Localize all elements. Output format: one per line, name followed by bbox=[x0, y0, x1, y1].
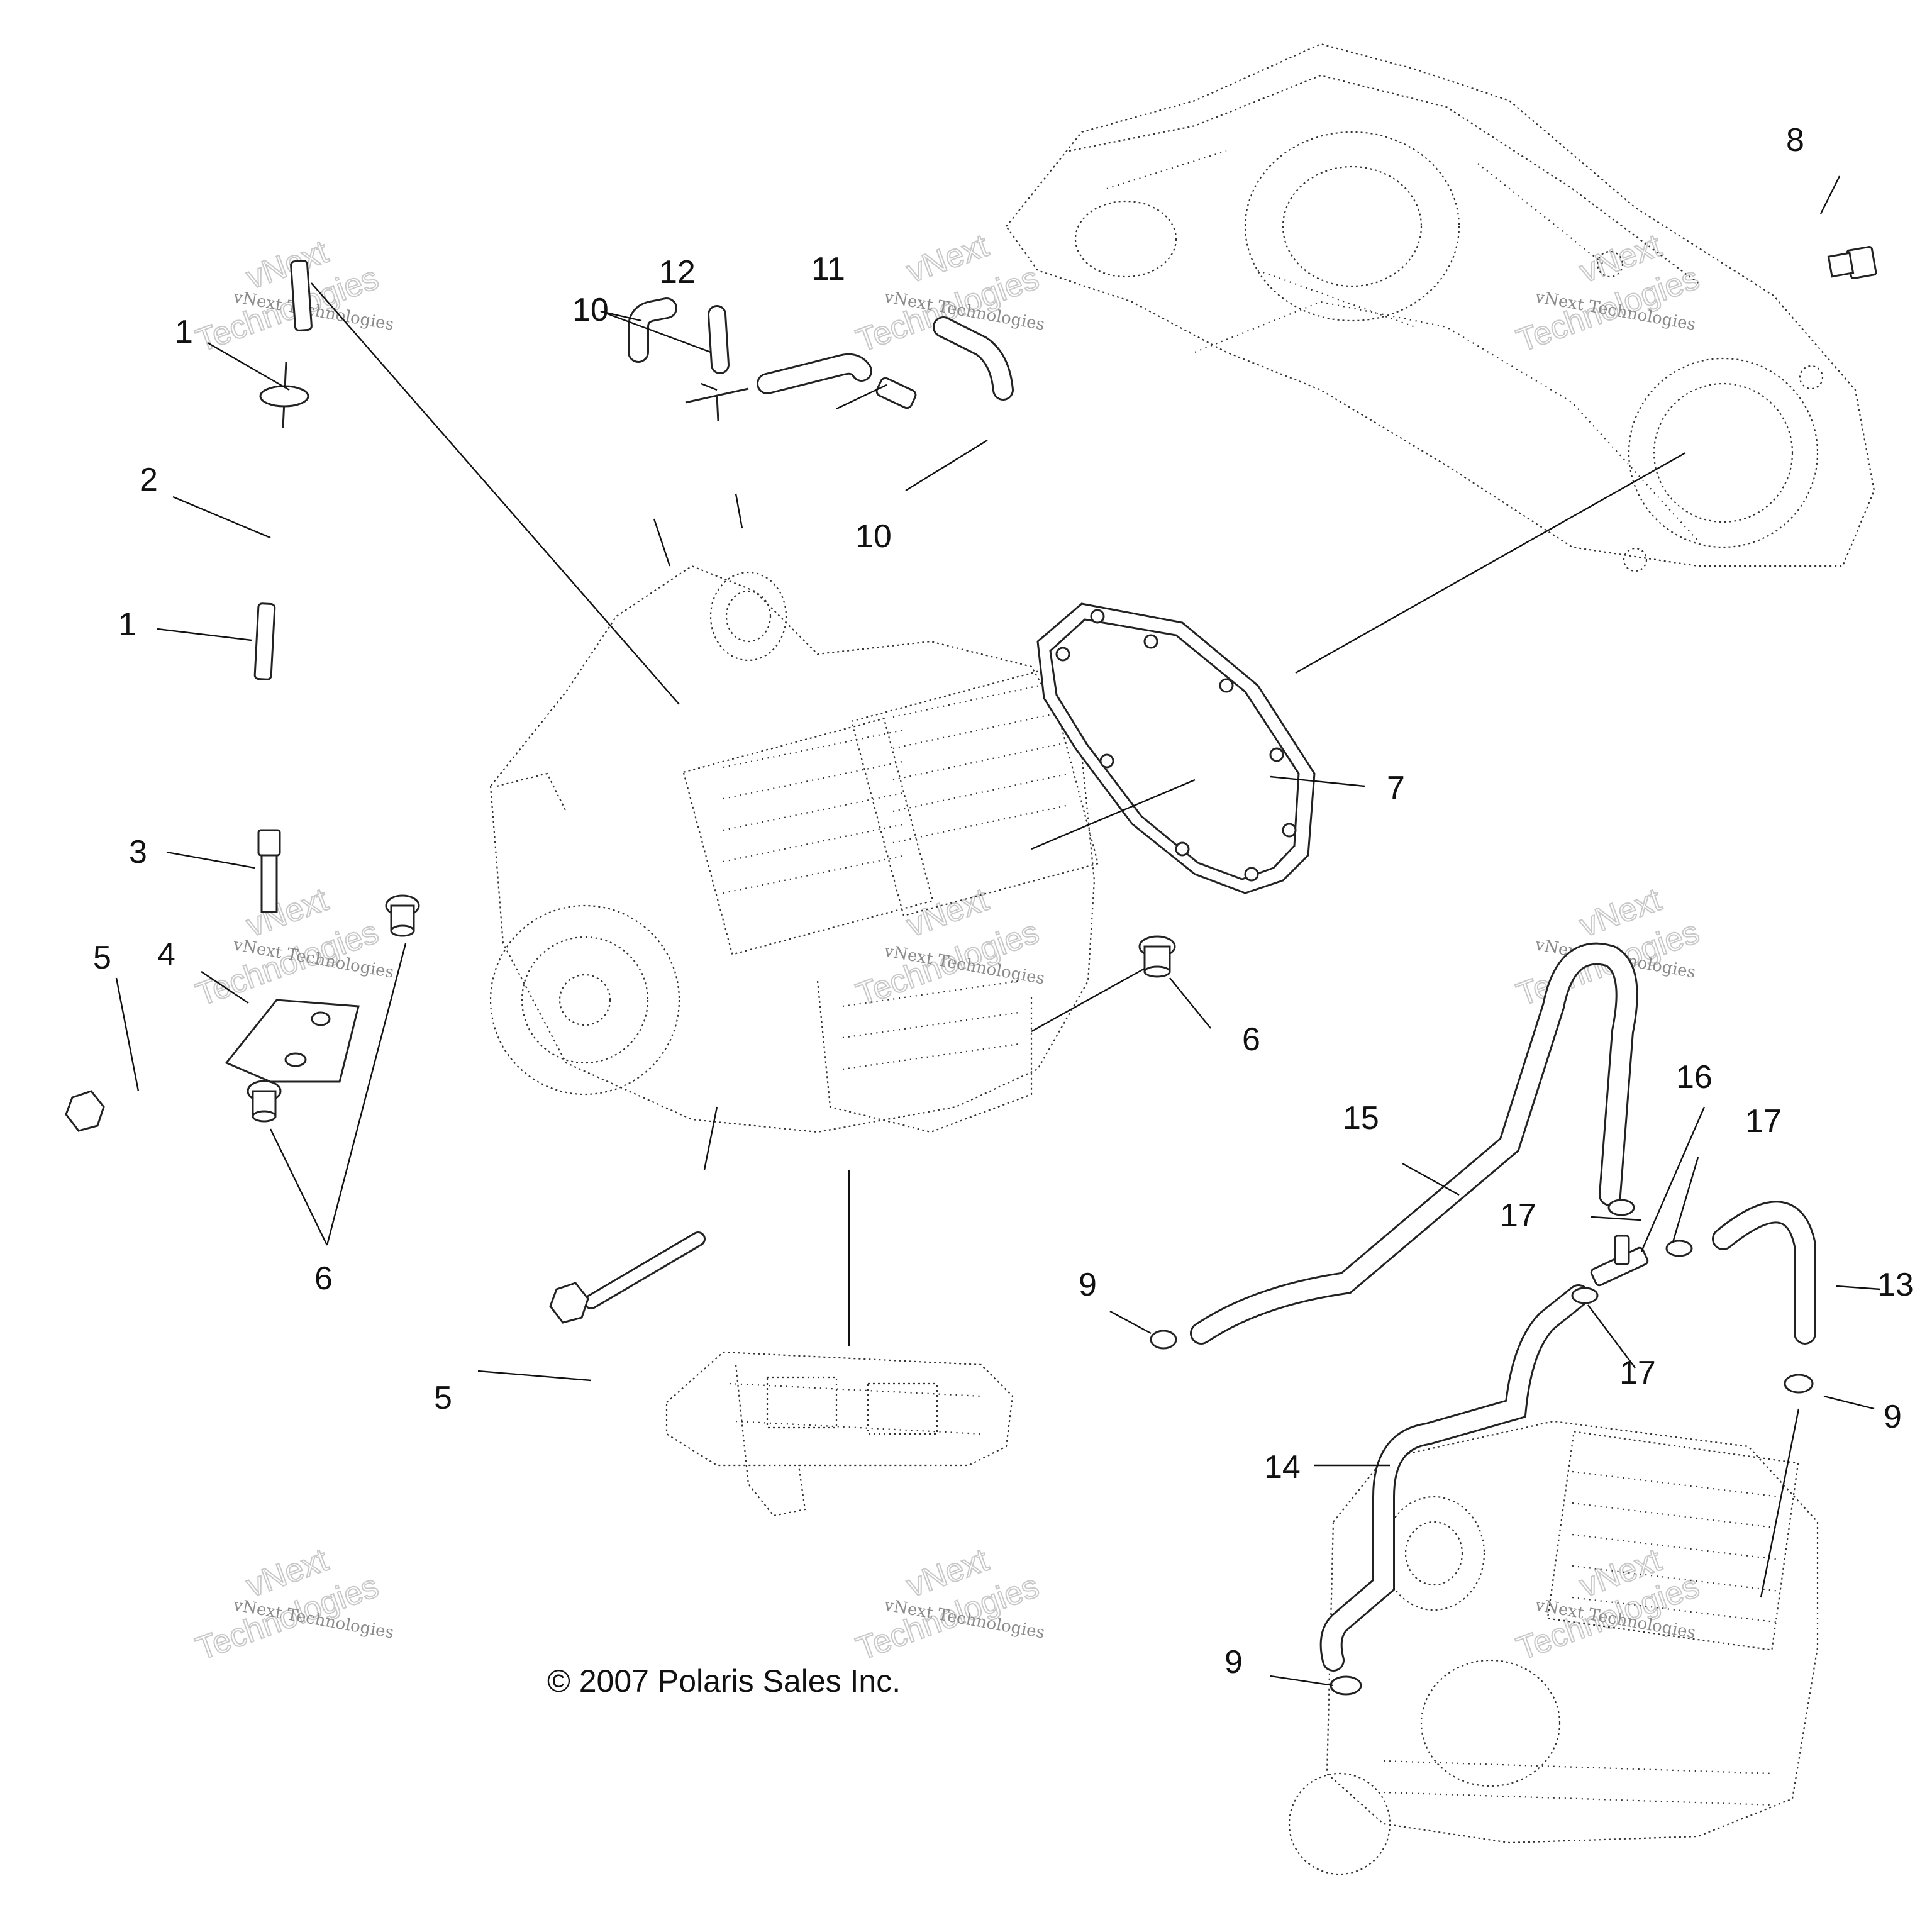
callout-17-bottom: 17 bbox=[1619, 1355, 1656, 1391]
copyright-notice: © 2007 Polaris Sales Inc. bbox=[547, 1663, 901, 1699]
clamp-part-a bbox=[1150, 1330, 1177, 1350]
callout-12: 12 bbox=[659, 254, 696, 291]
callout-5-center: 5 bbox=[434, 1380, 452, 1416]
watermark-bottom-left: vNext Technologies vNext Technologies bbox=[191, 1541, 395, 1668]
watermark-mid-left: vNext Technologies vNext Technologies bbox=[191, 880, 395, 1014]
clamp-part-c bbox=[1330, 1675, 1362, 1696]
hose-part-15 bbox=[1190, 942, 1638, 1345]
callout-11: 11 bbox=[811, 251, 845, 287]
gasket-part bbox=[1036, 602, 1316, 894]
callout-7: 7 bbox=[1387, 770, 1405, 806]
long-bolt-part-left bbox=[65, 1052, 213, 1132]
hose-part-10-top bbox=[757, 353, 872, 394]
callout-9-right: 9 bbox=[1884, 1399, 1902, 1435]
bolt-part-3 bbox=[257, 829, 281, 913]
hose-clamp-part-17c bbox=[1571, 1287, 1599, 1304]
watermark-top-right: vNext Technologies vNext Technologies bbox=[1511, 226, 1704, 360]
callout-16: 16 bbox=[1676, 1059, 1713, 1096]
callout-8: 8 bbox=[1786, 122, 1804, 158]
tee-fitting-part bbox=[685, 387, 749, 422]
hose-part-14 bbox=[1319, 1284, 1590, 1672]
hose-part-13 bbox=[1712, 1201, 1816, 1345]
leader-lines bbox=[115, 175, 1881, 1687]
callout-6-right: 6 bbox=[1242, 1021, 1260, 1058]
callout-6-left: 6 bbox=[314, 1260, 333, 1297]
callout-15: 15 bbox=[1343, 1100, 1379, 1136]
bracket-part bbox=[225, 999, 360, 1083]
callout-17-left: 17 bbox=[1500, 1197, 1536, 1234]
callout-13: 13 bbox=[1877, 1267, 1914, 1303]
grommet-part-a bbox=[385, 894, 420, 937]
callout-3: 3 bbox=[129, 834, 147, 870]
callout-5-left: 5 bbox=[93, 940, 111, 976]
callout-1-lower: 1 bbox=[118, 606, 136, 643]
drain-plug-part bbox=[1827, 246, 1877, 280]
check-valve-part bbox=[875, 377, 917, 409]
callout-1-upper: 1 bbox=[175, 314, 193, 350]
long-bolt-part-center bbox=[549, 1231, 706, 1324]
hose-clamp-part-17a bbox=[1607, 1199, 1635, 1216]
hose-part-10-mid bbox=[708, 305, 730, 374]
callout-17-right: 17 bbox=[1745, 1103, 1782, 1140]
callout-9-left: 9 bbox=[1079, 1267, 1097, 1303]
callout-10-upper: 10 bbox=[572, 292, 609, 328]
callout-labels: 1 2 1 3 4 5 6 5 6 7 8 9 9 9 10 10 11 12 … bbox=[93, 122, 1914, 1680]
hose-part-10-left bbox=[628, 297, 677, 363]
pin-part-lower bbox=[253, 602, 276, 680]
transmission-housing-drawing bbox=[1005, 43, 1875, 572]
watermark-bottom-right: vNext Technologies vNext Technologies bbox=[1511, 1541, 1704, 1668]
grommet-part-b bbox=[247, 1080, 282, 1123]
hose-part-10-right bbox=[933, 316, 1014, 401]
stud-washer-part bbox=[259, 361, 309, 428]
hose-clamp-part-17b bbox=[1665, 1240, 1693, 1257]
callout-9-bottom: 9 bbox=[1224, 1644, 1243, 1680]
clamp-part-b bbox=[1784, 1374, 1814, 1394]
frame-drawing bbox=[665, 1351, 1014, 1517]
callout-4: 4 bbox=[157, 936, 175, 973]
callout-14: 14 bbox=[1264, 1449, 1301, 1485]
hose-tee-part bbox=[1590, 1235, 1649, 1287]
callout-10-lower: 10 bbox=[855, 518, 892, 555]
grommet-part-c bbox=[1138, 935, 1176, 978]
pin-part-upper bbox=[290, 260, 313, 331]
callout-2: 2 bbox=[140, 462, 158, 498]
watermark-bottom-center: vNext Technologies vNext Technologies bbox=[851, 1541, 1046, 1668]
watermark-mid-center: vNext Technologies vNext Technologies bbox=[851, 880, 1046, 1014]
engine-drawing bbox=[489, 565, 1099, 1133]
